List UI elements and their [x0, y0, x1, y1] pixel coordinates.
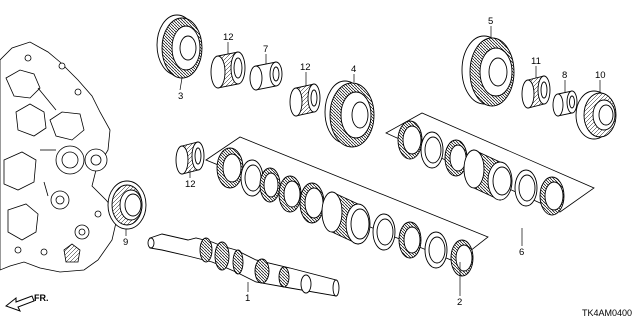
callout-1: 1	[245, 293, 250, 304]
synchro-set-6[interactable]	[385, 112, 595, 216]
callout-12-top: 12	[223, 32, 234, 43]
ball-bearing-9[interactable]	[107, 180, 147, 230]
callout-3: 3	[178, 91, 183, 102]
callout-2: 2	[457, 297, 462, 308]
gear-5[interactable]	[461, 35, 515, 107]
figure-code: TK4AM0400	[582, 308, 632, 318]
callout-12-middle: 12	[300, 62, 311, 73]
gear-3[interactable]	[156, 14, 203, 79]
synchro-set-2-outline	[205, 136, 489, 263]
needle-bearing-12-lower[interactable]	[175, 141, 205, 175]
needle-bearing-12-top[interactable]	[210, 51, 246, 89]
callout-4: 4	[351, 64, 356, 75]
callout-11: 11	[531, 56, 541, 67]
mainshaft-1[interactable]	[147, 233, 340, 297]
gear-4[interactable]	[324, 80, 375, 148]
transmission-case	[0, 41, 119, 273]
callout-10: 10	[595, 70, 606, 81]
callout-9: 9	[123, 237, 128, 248]
front-direction-indicator: FR.	[4, 293, 49, 312]
front-label: FR.	[34, 293, 49, 303]
collar-8[interactable]	[552, 90, 578, 117]
front-arrow-icon	[4, 295, 35, 312]
callouts: 3 12 7 12 4 5 11 8 10 12 9 1 2 6	[123, 16, 606, 308]
needle-bearing-11[interactable]	[521, 75, 551, 109]
callout-5: 5	[488, 16, 493, 27]
collar-7[interactable]	[249, 61, 283, 91]
ball-bearing-10[interactable]	[575, 90, 617, 140]
leader-lines	[125, 26, 601, 296]
callout-12-lower: 12	[185, 179, 196, 190]
needle-bearing-12-middle[interactable]	[289, 83, 321, 117]
callout-6: 6	[519, 247, 524, 258]
callout-8: 8	[562, 70, 567, 81]
synchro-set-2[interactable]	[205, 136, 489, 277]
callout-7: 7	[263, 44, 268, 55]
